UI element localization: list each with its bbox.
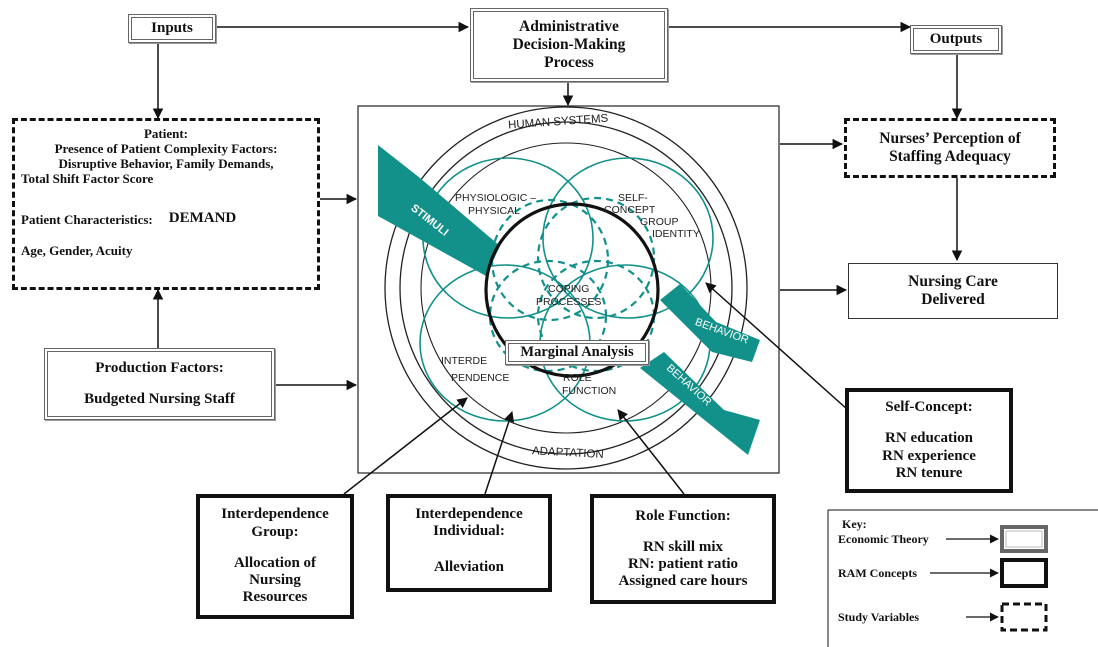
process-line-3: Process (544, 53, 594, 71)
group-line-3: Allocation of (233, 554, 317, 571)
marginal-analysis-box: Marginal Analysis (505, 340, 649, 365)
middle-circle (399, 121, 733, 455)
patient-line-2: Disruptive Behavior, Family Demands, (58, 155, 274, 171)
adaptation-label: ADAPTATION (532, 445, 604, 461)
self-concept-label-2: CONCEPT (604, 204, 656, 216)
physiologic-label-2: PHYSICAL (468, 205, 520, 217)
demand-label: DEMAND (168, 209, 237, 226)
stimuli-arrow (378, 145, 500, 276)
self-concept-box: Self-Concept: RN education RN experience… (845, 388, 1013, 493)
coping-label-2: PROCESSES (536, 296, 601, 308)
group-line-2: Group: (251, 523, 299, 540)
role-function-box: Role Function: RN skill mix RN: patient … (590, 494, 776, 604)
production-line-2: Budgeted Nursing Staff (84, 391, 235, 407)
coping-processes-circle (484, 202, 660, 378)
behavior-arrow-upper (660, 284, 760, 362)
self-concept-label-1: SELF- (618, 192, 648, 204)
production-factors-box: Production Factors: Budgeted Nursing Sta… (44, 348, 275, 420)
key-swatch-ram (1000, 558, 1048, 588)
physiologic-label-1: PHYSIOLOGIC – (455, 192, 536, 204)
interdependence-label-1: INTERDE (441, 355, 487, 367)
arrow-self-concept-to-model (705, 282, 849, 411)
individual-line-3: Alleviation (434, 558, 504, 575)
patient-line-1: Presence of Patient Complexity Factors: (54, 140, 278, 156)
behavior-arrow-lower (640, 352, 760, 455)
group-line-1: Interdependence (221, 506, 329, 523)
role-function-line-2: RN: patient ratio (628, 556, 738, 572)
role-function-line-1: RN skill mix (642, 538, 723, 555)
self-concept-label-3: GROUP (640, 216, 679, 228)
care-line-1: Nursing Care (908, 273, 998, 291)
role-label-1: ROLE (563, 372, 592, 384)
arrow-role-to-model (617, 409, 685, 495)
patient-age-label: Age, Gender, Acuity (21, 242, 133, 258)
interdependence-individual-box: Interdependence Individual: Alleviation (386, 494, 552, 592)
process-box: Administrative Decision-Making Process (470, 8, 668, 82)
outputs-box: Outputs (910, 25, 1002, 54)
key-study-label: Study Variables (838, 610, 919, 624)
self-concept-mode-circle (542, 157, 714, 319)
patient-title: Patient: (143, 126, 189, 141)
interdependence-group-box: Interdependence Group: Allocation of Nur… (196, 494, 354, 619)
key-economic-label: Economic Theory (838, 532, 929, 546)
self-concept-line-1: RN education (885, 430, 973, 447)
inputs-box: Inputs (128, 14, 216, 43)
key-swatch-economic-inner (1005, 530, 1043, 548)
process-line-2: Decision-Making (512, 36, 626, 54)
patient-box: Patient: Presence of Patient Complexity … (12, 118, 320, 290)
production-line-1: Production Factors: (95, 359, 224, 376)
individual-line-1: Interdependence (415, 506, 523, 522)
self-concept-title: Self-Concept: (885, 399, 973, 415)
arrow-group-to-model (343, 397, 468, 495)
patient-line-3: Total Shift Factor Score (21, 170, 154, 186)
self-concept-line-3: RN tenure (895, 464, 963, 481)
patient-characteristics-label: Patient Characteristics: (21, 211, 153, 227)
patient-characteristics-row: Patient Characteristics: DEMAND (21, 209, 237, 228)
self-concept-label-4: IDENTITY (652, 228, 700, 240)
group-line-5: Resources (242, 589, 308, 606)
perception-line-2: Staffing Adequacy (889, 148, 1011, 165)
coping-label-1: COPING (548, 283, 589, 295)
inner-mode-circle-2 (536, 196, 656, 320)
arrow-individual-to-model (484, 411, 515, 495)
self-concept-line-2: RN experience (882, 447, 976, 464)
key-ram-label: RAM Concepts (838, 566, 917, 580)
key-title: Key: (842, 517, 867, 531)
interdependence-label-2: PENDENCE (451, 372, 509, 384)
individual-line-2: Individual: (433, 523, 505, 540)
outputs-label: Outputs (929, 30, 983, 47)
role-label-2: FUNCTION (562, 385, 616, 397)
marginal-analysis-label: Marginal Analysis (520, 344, 634, 361)
key-swatch-study (1000, 602, 1048, 632)
role-function-line-3: Assigned care hours (618, 573, 748, 590)
perception-line-1: Nurses’ Perception of (879, 130, 1021, 148)
perception-box: Nurses’ Perception of Staffing Adequacy (844, 118, 1056, 178)
care-box: Nursing Care Delivered (848, 263, 1058, 319)
process-line-1: Administrative (519, 18, 619, 36)
outer-circle (384, 106, 748, 470)
role-function-title: Role Function: (635, 507, 731, 524)
group-line-4: Nursing (249, 572, 301, 589)
care-line-2: Delivered (921, 291, 985, 308)
inputs-label: Inputs (151, 19, 193, 36)
